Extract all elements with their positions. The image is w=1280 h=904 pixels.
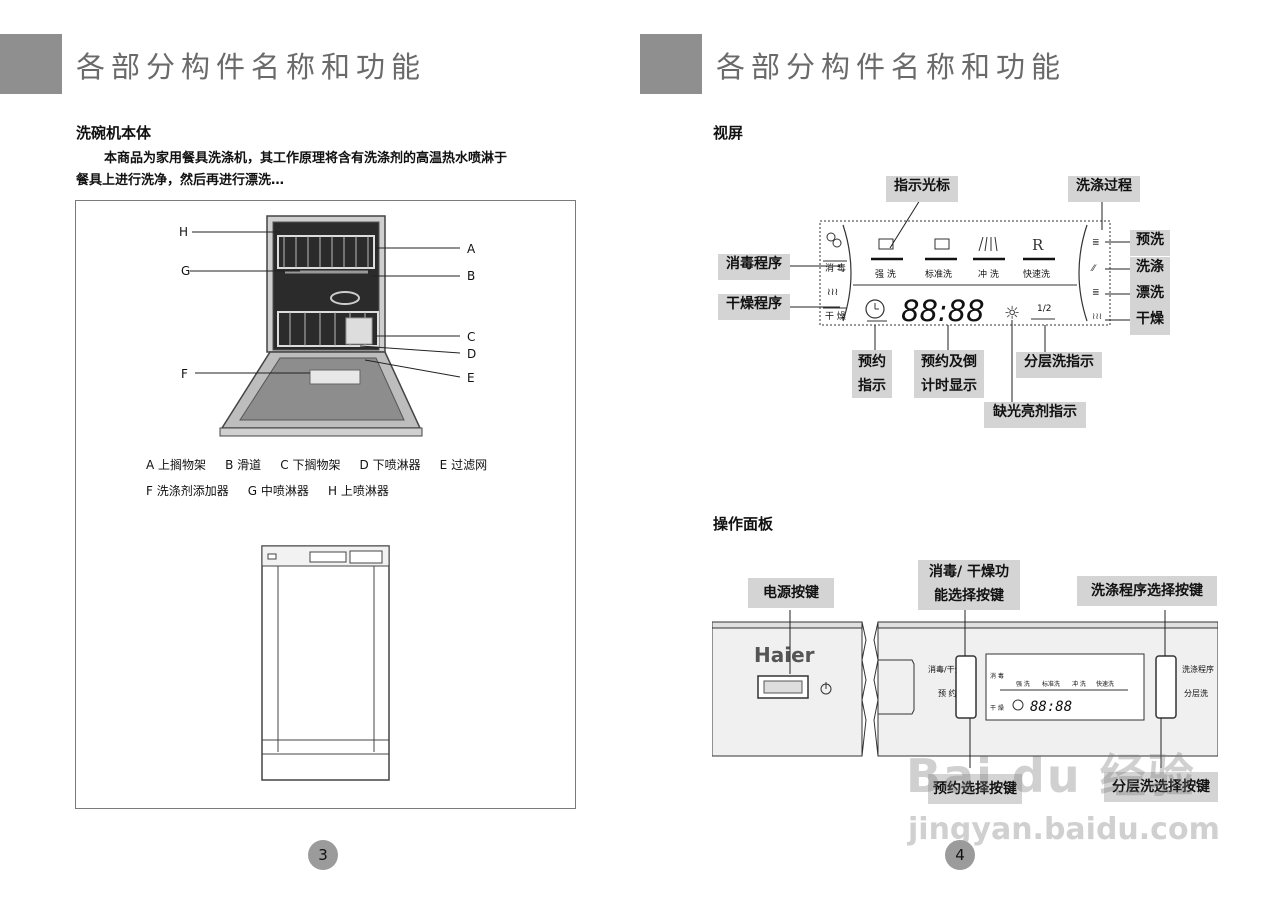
svg-text:≀≀≀: ≀≀≀ — [1092, 312, 1102, 322]
legend-item-c: C 下搁物架 — [280, 458, 341, 472]
diagram-label-a: A — [467, 242, 476, 256]
callout-wash: 洗涤 — [1130, 257, 1170, 283]
callout-rinse-aid-indicator: 缺光亮剂指示 — [984, 402, 1086, 428]
svg-text:≣: ≣ — [1092, 288, 1100, 298]
diagram-label-h: H — [179, 225, 188, 239]
panel-label-disinfect-dry: 消毒/干燥 — [928, 664, 963, 674]
callout-program-select-key: 洗涤程序选择按键 — [1077, 576, 1217, 606]
page-number-left: 3 — [308, 840, 338, 870]
parts-legend-line-1: A 上搁物架 B 滑道 C 下搁物架 D 下喷淋器 E 过滤网 — [146, 456, 487, 473]
diagram-label-d: D — [467, 347, 476, 361]
legend-item-d: D 下喷淋器 — [359, 458, 421, 472]
callout-reserve-select-key: 预约选择按键 — [928, 774, 1022, 804]
display-program-quick: 快速洗 — [1023, 268, 1050, 280]
panel-brand-logo: Haier — [754, 643, 815, 667]
screen-leader-lines — [790, 199, 1132, 402]
display-label-disinfect: 消 毒 — [825, 262, 846, 274]
callout-countdown-line-2: 计时显示 — [921, 378, 977, 394]
panel-mini-program-quick: 快速洗 — [1096, 680, 1114, 688]
legend-item-a: A 上搁物架 — [146, 458, 207, 472]
section-title-dishwasher: 洗碗机本体 — [76, 124, 152, 142]
callout-function-line-2: 能选择按键 — [934, 588, 1004, 604]
diagram-label-e: E — [467, 371, 475, 385]
callout-layer-select-key: 分层洗选择按键 — [1104, 772, 1218, 802]
intro-line-1: 本商品为家用餐具洗涤机，其工作原理将含有洗涤剂的高温热水喷淋于 — [104, 151, 508, 166]
svg-text:≀≀≀: ≀≀≀ — [827, 287, 838, 298]
svg-text:≣: ≣ — [1092, 238, 1100, 248]
panel-label-reserve: 预 约 — [938, 688, 957, 698]
panel-mini-digits: 88:88 — [1030, 699, 1072, 715]
callout-dry-program: 干燥程序 — [718, 294, 790, 320]
display-program-standard: 标准洗 — [925, 268, 952, 280]
page-number-right: 4 — [945, 840, 975, 870]
callout-function-key: 消毒/ 干燥功 能选择按键 — [918, 560, 1020, 610]
display-screen-diagram: 消 毒 ≀≀≀ 干 燥 R 强 洗 标准洗 冲 洗 快速洗 88:88 ☼ 1/… — [819, 220, 1111, 328]
legend-item-g: G 中喷淋器 — [247, 484, 309, 498]
watermark-logo: Bai du 经验 — [906, 749, 1196, 803]
callout-dry: 干燥 — [1130, 309, 1170, 335]
panel-mini-disinfect: 消 毒 — [990, 672, 1004, 680]
page-title-left: 各部分构件名称和功能 — [76, 50, 427, 84]
section-title-screen: 视屏 — [713, 124, 744, 142]
callout-rinse: 漂洗 — [1130, 283, 1170, 309]
parts-legend-line-2: F 洗涤剂添加器 G 中喷淋器 H 上喷淋器 — [146, 482, 389, 499]
callout-disinfect-program: 消毒程序 — [718, 254, 790, 280]
callout-countdown-line-1: 预约及倒 — [921, 354, 977, 370]
diagram-label-g: G — [181, 264, 190, 278]
legend-item-e: E 过滤网 — [439, 458, 488, 472]
intro-line-2: 餐具上进行洗净，然后再进行漂洗… — [76, 173, 285, 188]
legend-item-b: B 滑道 — [225, 458, 262, 472]
diagram-label-f: F — [181, 367, 188, 381]
display-half: 1/2 — [1037, 304, 1051, 314]
legend-item-f: F 洗涤剂添加器 — [146, 484, 229, 498]
svg-text:⁄⁄: ⁄⁄ — [1090, 264, 1098, 274]
callout-countdown-display: 预约及倒 计时显示 — [914, 350, 984, 398]
display-label-dry: 干 燥 — [825, 311, 846, 322]
callout-reserve-indicator: 预约 指示 — [852, 350, 892, 398]
panel-mini-program-standard: 标准洗 — [1042, 680, 1060, 688]
display-program-strong: 强 洗 — [875, 268, 896, 280]
display-program-rinse: 冲 洗 — [978, 268, 999, 280]
panel-mini-program-rinse: 冲 洗 — [1072, 680, 1086, 688]
header-block-right — [640, 34, 702, 94]
diagram-label-c: C — [467, 330, 475, 344]
dishwasher-open-diagram: H G F A B C D E — [179, 215, 476, 437]
page-title-right: 各部分构件名称和功能 — [716, 50, 1067, 84]
section-title-control-panel: 操作面板 — [713, 515, 774, 533]
panel-mini-program-strong: 强 洗 — [1016, 680, 1030, 688]
dishwasher-front-diagram — [261, 545, 390, 781]
intro-paragraph: 本商品为家用餐具洗涤机，其工作原理将含有洗涤剂的高温热水喷淋于 餐具上进行洗净，… — [76, 148, 586, 192]
diagram-label-b: B — [467, 269, 475, 283]
callout-power-key: 电源按键 — [748, 578, 834, 608]
callout-reserve-line-2: 指示 — [858, 378, 886, 394]
callout-indicator: 指示光标 — [886, 176, 958, 202]
panel-label-layer: 分层洗 — [1184, 688, 1208, 698]
callout-layer-indicator: 分层洗指示 — [1016, 352, 1102, 378]
panel-mini-dry: 干 燥 — [990, 704, 1004, 712]
callout-wash-process: 洗涤过程 — [1068, 176, 1140, 202]
control-panel-diagram: Haier 消毒/干燥 预 约 消 毒 干 燥 强 洗 标准洗 冲 洗 快速洗 … — [712, 610, 1218, 768]
header-block-left — [0, 34, 62, 94]
legend-item-h: H 上喷淋器 — [328, 484, 389, 498]
svg-text:☼: ☼ — [1004, 303, 1020, 324]
callout-function-line-1: 消毒/ 干燥功 — [929, 564, 1009, 580]
callout-prewash: 预洗 — [1130, 230, 1170, 256]
display-r-symbol: R — [1032, 236, 1044, 254]
callout-reserve-line-1: 预约 — [858, 354, 886, 370]
display-digits: 88:88 — [901, 294, 985, 328]
panel-label-program: 洗涤程序 — [1182, 664, 1214, 674]
